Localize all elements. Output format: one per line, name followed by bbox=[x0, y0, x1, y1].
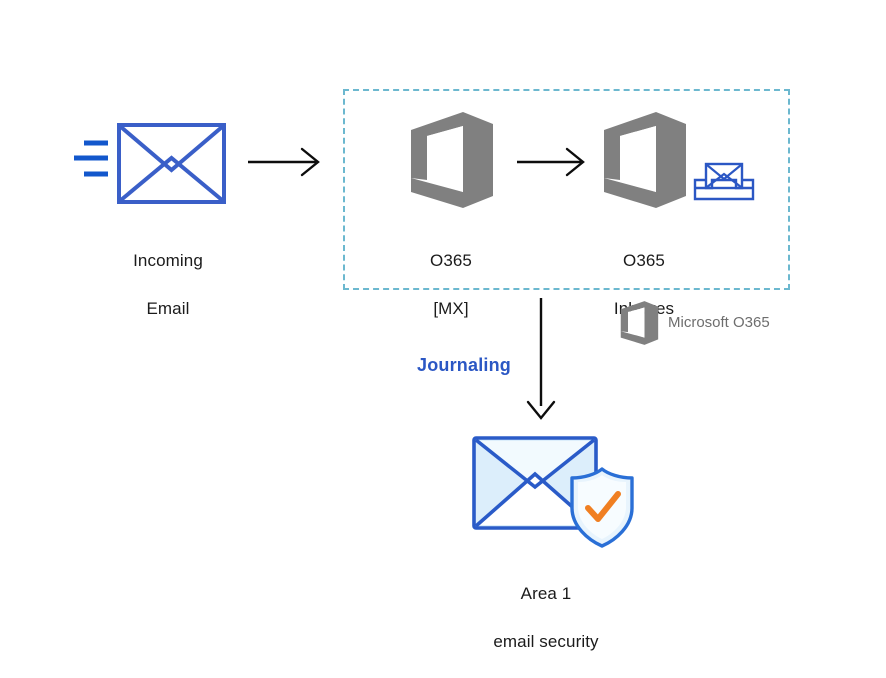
caption-line-1: O365 bbox=[430, 251, 472, 270]
office-logo-inner bbox=[628, 307, 645, 338]
office-logo-outer bbox=[604, 112, 686, 208]
shield-inner-fill bbox=[578, 475, 626, 539]
office-365-logo-icon bbox=[620, 301, 659, 345]
node-inbox-tray bbox=[692, 158, 756, 202]
area1-envelope-fold-fill bbox=[477, 475, 593, 525]
caption-incoming-email: Incoming Email bbox=[88, 225, 248, 345]
edge-inboxes-to-area1 bbox=[520, 298, 562, 422]
caption-line-1: Incoming bbox=[133, 251, 203, 270]
caption-line-2: email security bbox=[493, 632, 599, 651]
inbox-tray-lip bbox=[695, 178, 753, 190]
edge-label-journaling: Journaling bbox=[417, 355, 512, 375]
office-logo-outer bbox=[620, 301, 659, 345]
envelope-flap bbox=[119, 125, 224, 173]
caption-line-1: O365 bbox=[623, 251, 665, 270]
legend-office-logo bbox=[618, 300, 660, 346]
arrow-right-icon bbox=[517, 147, 585, 177]
microsoft-o365-boundary-box bbox=[343, 89, 790, 290]
caption-area1-email-security: Area 1 email security bbox=[466, 558, 626, 678]
arrow-head bbox=[565, 147, 585, 177]
arrow-head bbox=[526, 400, 556, 420]
office-logo-inner bbox=[620, 126, 656, 192]
legend-label-microsoft-o365: Microsoft O365 bbox=[668, 314, 770, 331]
envelope-icon bbox=[74, 123, 226, 204]
office-logo-inner bbox=[427, 126, 463, 192]
arrow-head bbox=[300, 147, 320, 177]
node-o365-inboxes bbox=[598, 110, 690, 210]
arrow-down-icon bbox=[526, 298, 556, 420]
office-365-logo-icon bbox=[604, 112, 686, 208]
office-logo-outer bbox=[411, 112, 493, 208]
caption-line-2: Email bbox=[146, 299, 190, 318]
caption-line-1: Area 1 bbox=[520, 584, 572, 603]
secure-email-shield-icon bbox=[472, 436, 634, 548]
inbox-tray-icon bbox=[693, 162, 755, 201]
edge-incoming-to-mx bbox=[248, 145, 333, 180]
node-incoming-email bbox=[70, 118, 230, 208]
caption-o365-mx: O365 [MX] bbox=[371, 225, 531, 345]
node-o365-mx bbox=[405, 110, 497, 210]
edge-mx-to-inboxes bbox=[517, 145, 597, 180]
node-area1-email-security bbox=[466, 430, 636, 550]
arrow-right-icon bbox=[248, 147, 320, 177]
area1-envelope-flap-fill bbox=[477, 441, 593, 487]
office-365-logo-icon bbox=[411, 112, 493, 208]
envelope-fold bbox=[119, 155, 224, 202]
caption-line-2: [MX] bbox=[433, 299, 469, 318]
area1-envelope-flap bbox=[474, 438, 596, 490]
diagram-canvas: Incoming Email O365 [MX] bbox=[70, 89, 790, 651]
check-icon bbox=[585, 491, 621, 522]
